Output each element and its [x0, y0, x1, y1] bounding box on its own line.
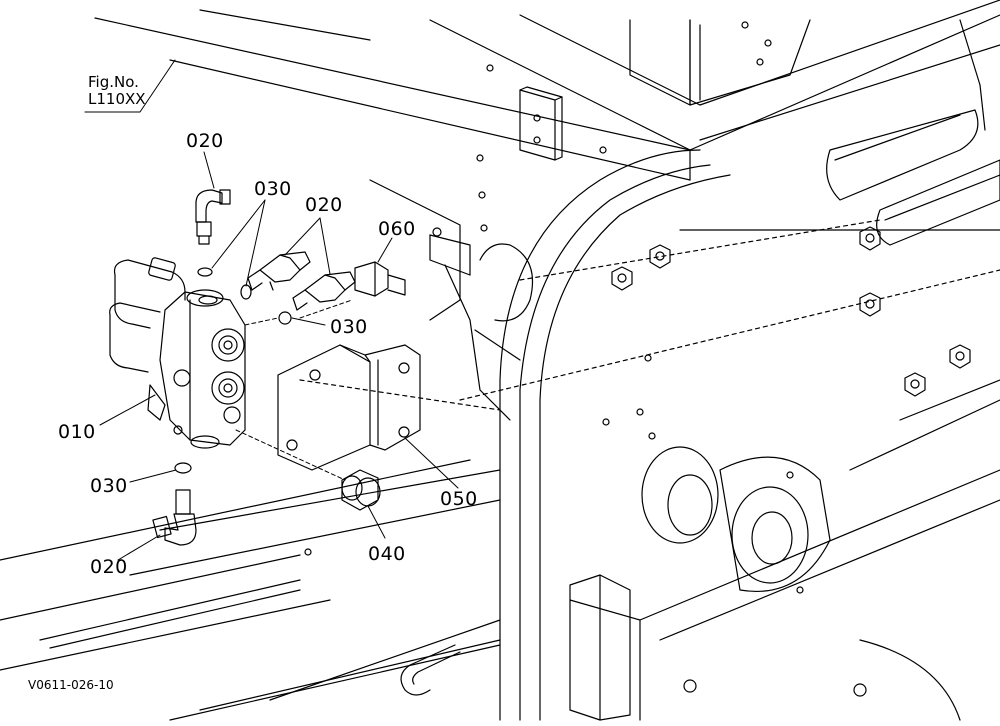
part-label-040: 040 [368, 543, 406, 565]
part-label-060: 060 [378, 218, 416, 240]
part-label-030-bottom: 030 [90, 475, 128, 497]
part-label-050: 050 [440, 488, 478, 510]
figure-label-title: Fig.No. [88, 73, 139, 91]
straight-fitting-020-mid [247, 251, 311, 291]
elbow-fitting-020-top [195, 189, 231, 245]
leader-lines [84, 59, 459, 561]
part-label-030-top: 030 [254, 178, 292, 200]
plug-040-drawing [341, 469, 381, 511]
part-label-020-mid: 020 [305, 194, 343, 216]
elbow-fitting-020-bottom [152, 489, 197, 546]
part-label-030-right: 030 [330, 316, 368, 338]
figure-label: Fig.No. L110XX [88, 74, 146, 107]
part-label-020-bottom: 020 [90, 556, 128, 578]
part-label-010: 010 [58, 421, 96, 443]
drawing-code: V0611-026-10 [28, 678, 114, 692]
straight-fitting-020-right [292, 271, 356, 311]
bracket-050-drawing [277, 344, 421, 471]
o-rings-030 [174, 267, 292, 474]
fitting-060-drawing [354, 261, 406, 297]
part-label-020-top: 020 [186, 130, 224, 152]
valve-010-drawing [109, 257, 246, 449]
figure-number: L110XX [88, 89, 146, 108]
